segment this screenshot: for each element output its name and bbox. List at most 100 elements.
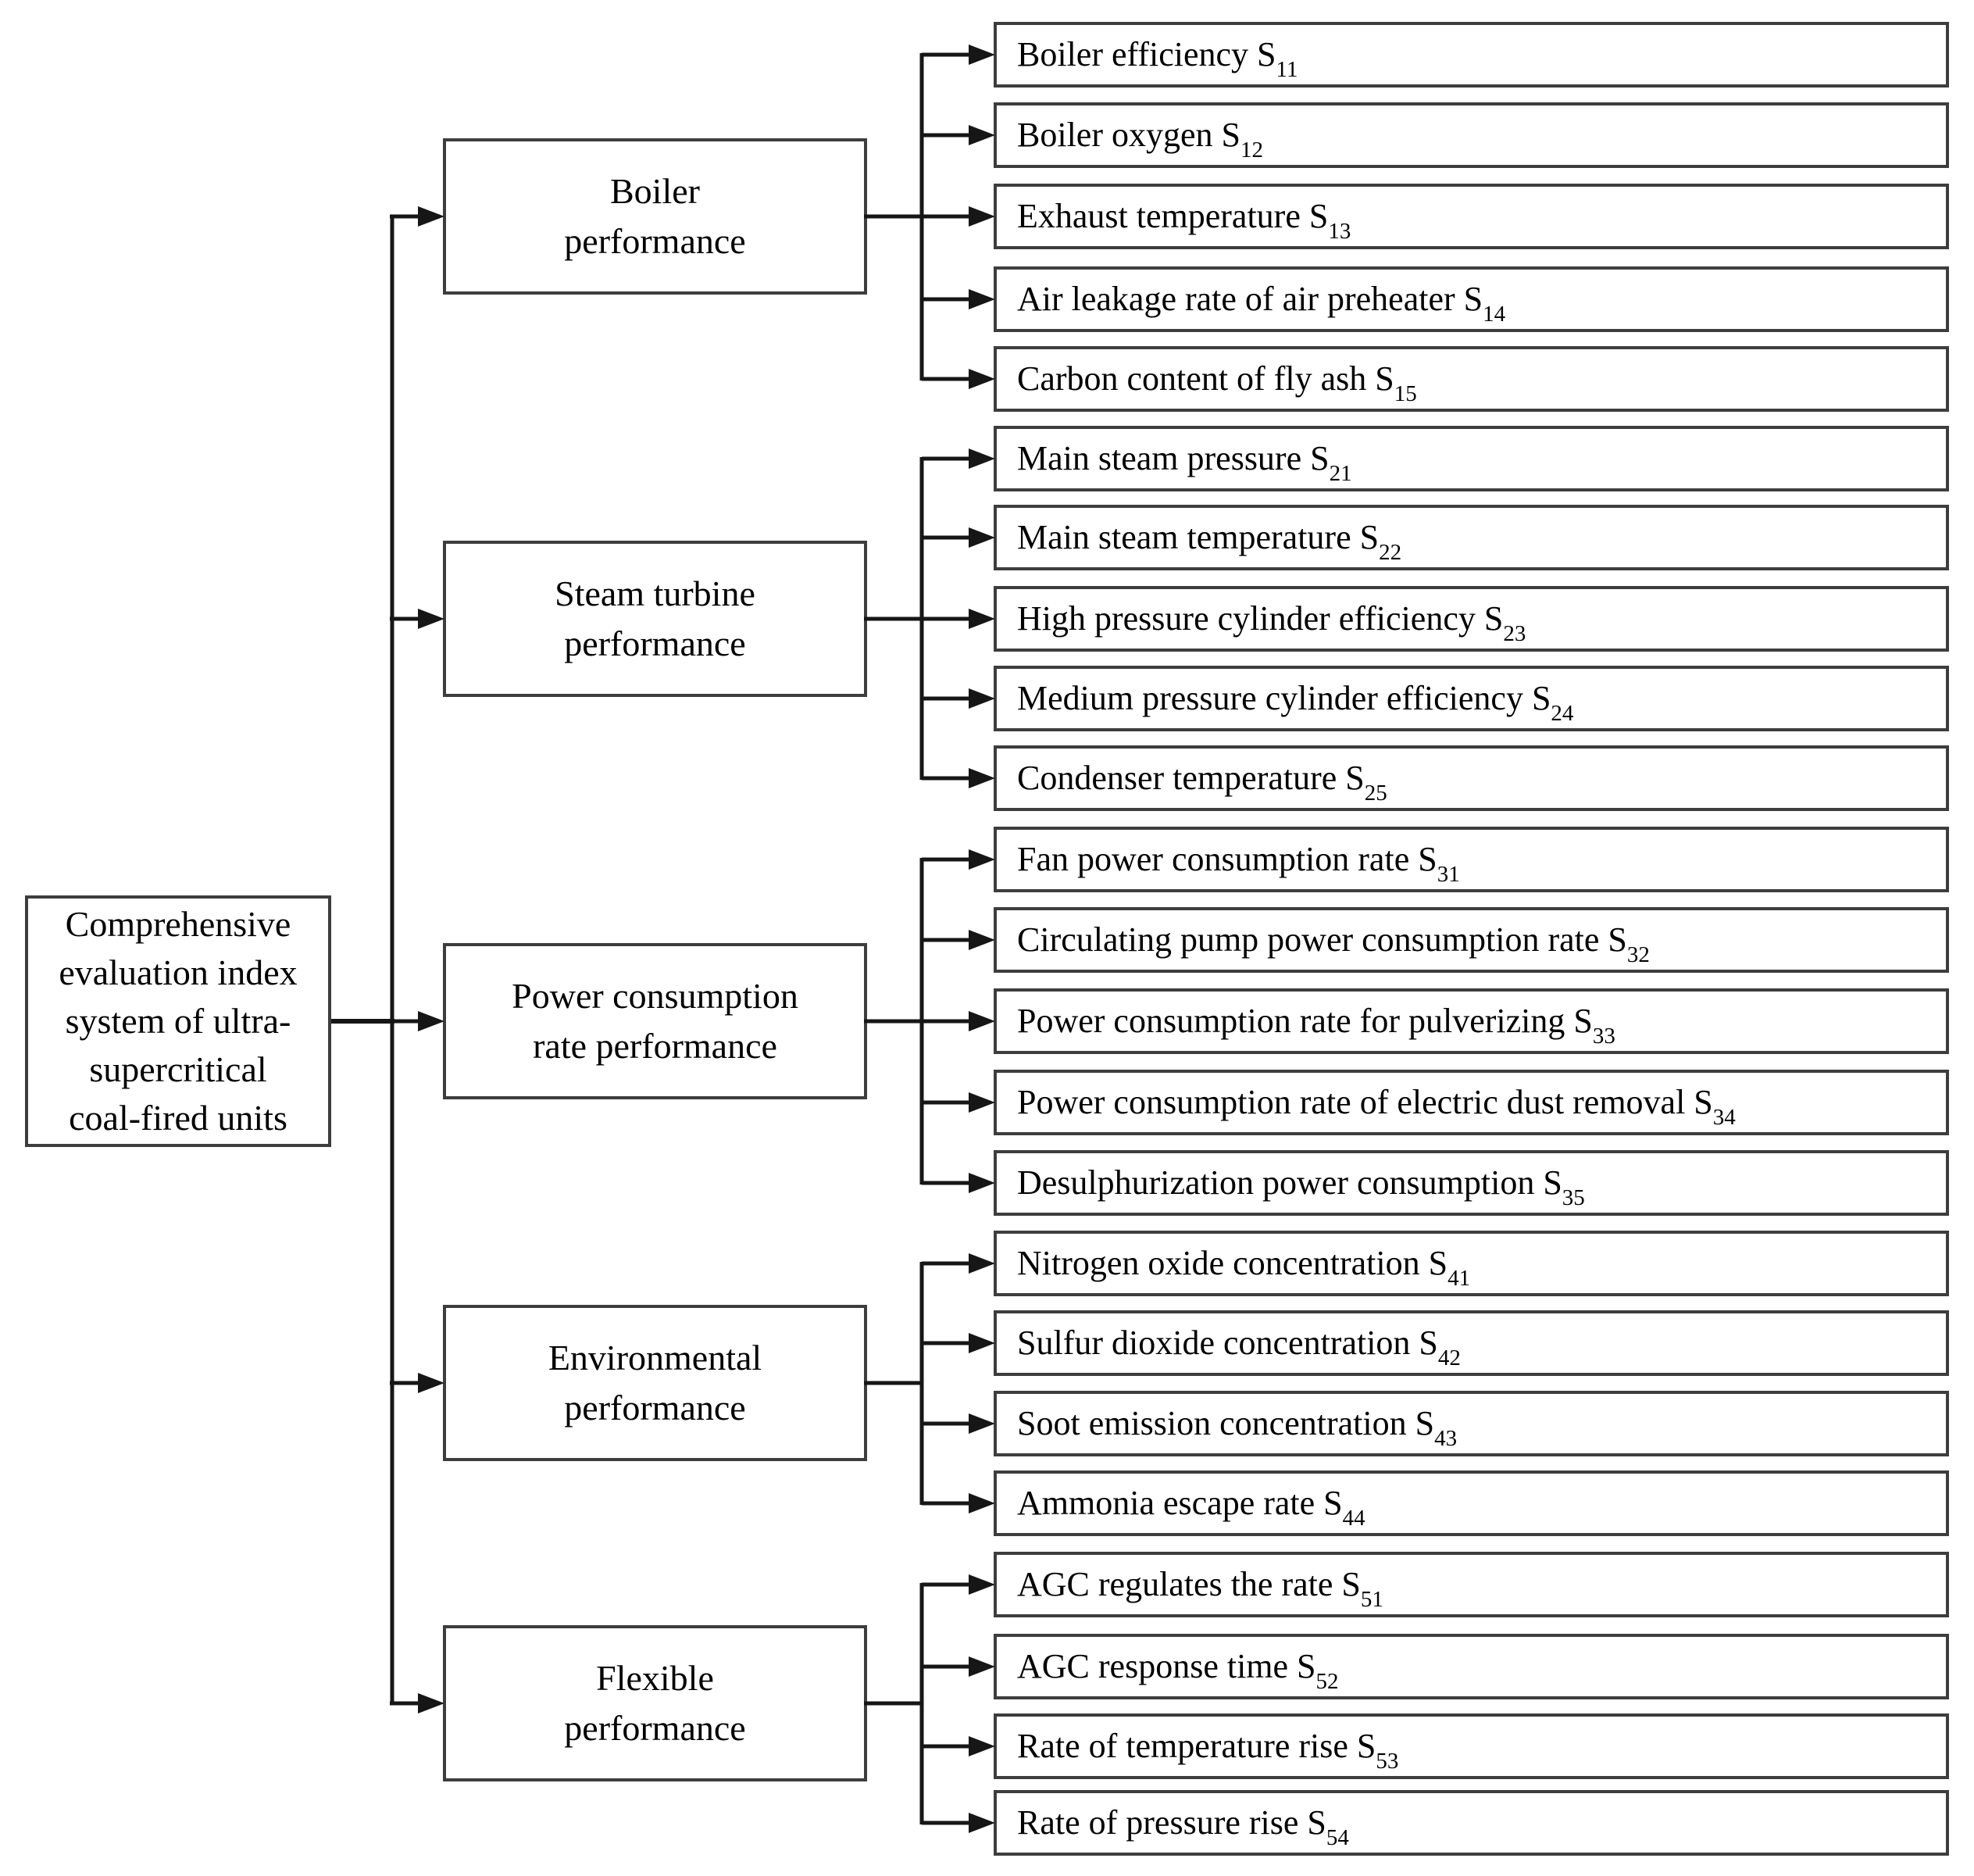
leaf-node-s54: Rate of pressure rise S54 — [994, 1790, 1949, 1856]
leaf-label: Power consumption rate of electric dust … — [1017, 1083, 1736, 1129]
leaf-label: Main steam temperature S22 — [1017, 518, 1401, 564]
leaf-subscript: 25 — [1364, 781, 1387, 806]
leaf-node-s12: Boiler oxygen S12 — [994, 102, 1949, 168]
leaf-label: Main steam pressure S21 — [1017, 439, 1352, 485]
category-label-line: Flexible — [596, 1658, 714, 1698]
leaf-label: Ammonia escape rate S44 — [1017, 1484, 1365, 1530]
leaf-arrow-2-4-arrowhead — [969, 1173, 995, 1193]
leaf-subscript: 15 — [1394, 381, 1417, 406]
root-line-3: system of ultra- — [65, 1001, 291, 1041]
leaf-label: Circulating pump power consumption rate … — [1017, 920, 1650, 967]
category-arrow-1-arrowhead — [418, 609, 444, 629]
leaf-subscript: 54 — [1326, 1825, 1349, 1850]
leaf-arrow-4-3-arrowhead — [969, 1813, 995, 1833]
leaf-label: Sulfur dioxide concentration S42 — [1017, 1324, 1461, 1370]
leaf-label: Air leakage rate of air preheater S14 — [1017, 280, 1505, 326]
leaf-node-s14: Air leakage rate of air preheater S14 — [994, 266, 1949, 332]
leaf-subscript: 44 — [1342, 1506, 1365, 1531]
category-node-environmental-performance: Environmental performance — [443, 1305, 867, 1461]
leaf-subscript: 12 — [1240, 138, 1263, 163]
leaf-arrow-3-2-arrowhead — [969, 1413, 995, 1434]
leaf-text: Air leakage rate of air preheater S — [1017, 280, 1483, 318]
category-label-line: Steam turbine — [555, 574, 755, 613]
category-node-flexible-performance: Flexible performance — [443, 1625, 867, 1781]
leaf-node-s35: Desulphurization power consumption S35 — [994, 1150, 1949, 1216]
leaf-label: High pressure cylinder efficiency S23 — [1017, 602, 1526, 645]
category-arrow-0-arrowhead — [418, 206, 444, 227]
leaf-node-s53: Rate of temperature rise S53 — [994, 1713, 1949, 1779]
category-label-line: Boiler — [610, 171, 700, 211]
leaf-node-s31: Fan power consumption rate S31 — [994, 827, 1949, 892]
leaf-node-s23: High pressure cylinder efficiency S23 — [994, 586, 1949, 652]
leaf-arrow-2-2-arrowhead — [969, 1011, 995, 1031]
leaf-label: Fan power consumption rate S31 — [1017, 840, 1460, 886]
leaf-text: Ammonia escape rate S — [1017, 1484, 1343, 1522]
leaf-subscript: 13 — [1328, 219, 1351, 244]
category-label-line: performance — [564, 624, 746, 663]
leaf-label: AGC regulates the rate S51 — [1017, 1567, 1383, 1611]
leaf-text: Fan power consumption rate S — [1017, 840, 1437, 878]
leaf-arrow-3-3-arrowhead — [969, 1493, 995, 1513]
leaf-arrow-4-0-arrowhead — [969, 1574, 995, 1595]
leaf-arrow-4-2-arrowhead — [969, 1736, 995, 1756]
leaf-arrow-0-3-arrowhead — [969, 289, 995, 309]
category-node-power-consumption-rate-performance: Power consumption rate performance — [443, 943, 867, 1099]
leaf-subscript: 23 — [1503, 621, 1526, 646]
category-node-steam-turbine-performance: Steam turbine performance — [443, 541, 867, 697]
leaf-arrow-1-1-arrowhead — [969, 527, 995, 548]
leaf-node-s51: AGC regulates the rate S51 — [994, 1552, 1949, 1617]
leaf-text: Soot emission concentration S — [1017, 1404, 1435, 1442]
leaf-label: Rate of temperature rise S53 — [1017, 1727, 1398, 1773]
leaf-arrow-3-0-arrowhead — [969, 1253, 995, 1274]
category-label-line: performance — [564, 221, 746, 261]
leaf-text: Medium pressure cylinder efficiency S — [1017, 679, 1551, 717]
leaf-subscript: 53 — [1376, 1749, 1399, 1774]
leaf-subscript: 11 — [1276, 57, 1298, 82]
leaf-label: Rate of pressure rise S54 — [1017, 1806, 1349, 1849]
leaf-subscript: 43 — [1434, 1426, 1458, 1451]
leaf-node-s32: Circulating pump power consumption rate … — [994, 907, 1949, 973]
leaf-text: Main steam temperature S — [1017, 518, 1380, 556]
leaf-text: Exhaust temperature S — [1017, 197, 1329, 235]
leaf-arrow-1-2-arrowhead — [969, 609, 995, 629]
leaf-arrow-3-1-arrowhead — [969, 1333, 995, 1353]
leaf-text: Sulfur dioxide concentration S — [1017, 1324, 1438, 1362]
leaf-node-s25: Condenser temperature S25 — [994, 745, 1949, 811]
category-label-line: Environmental — [548, 1338, 762, 1378]
leaf-label: Nitrogen oxide concentration S41 — [1017, 1246, 1470, 1290]
leaf-label: AGC response time S52 — [1017, 1647, 1339, 1693]
leaf-subscript: 42 — [1437, 1345, 1461, 1370]
leaf-node-s41: Nitrogen oxide concentration S41 — [994, 1231, 1949, 1296]
leaf-label: Soot emission concentration S43 — [1017, 1404, 1457, 1450]
leaf-subscript: 21 — [1329, 461, 1352, 486]
leaf-text: Desulphurization power consumption S — [1017, 1163, 1562, 1202]
leaf-subscript: 52 — [1315, 1669, 1339, 1694]
leaf-subscript: 22 — [1379, 540, 1402, 565]
leaf-arrow-1-4-arrowhead — [969, 768, 995, 788]
leaf-text: Power consumption rate of electric dust … — [1017, 1083, 1713, 1121]
leaf-node-s52: AGC response time S52 — [994, 1634, 1949, 1699]
category-label-line: Power consumption — [512, 976, 798, 1016]
leaf-text: Circulating pump power consumption rate … — [1017, 920, 1627, 959]
leaf-label: Boiler efficiency S11 — [1017, 38, 1298, 81]
leaf-label: Power consumption rate for pulverizing S… — [1017, 1004, 1615, 1048]
leaf-label: Medium pressure cylinder efficiency S24 — [1017, 679, 1573, 725]
leaf-label: Carbon content of fly ash S15 — [1017, 362, 1417, 406]
leaf-node-s11: Boiler efficiency S11 — [994, 22, 1949, 88]
leaf-node-s15: Carbon content of fly ash S15 — [994, 346, 1949, 412]
leaf-arrow-1-3-arrowhead — [969, 688, 995, 709]
leaf-subscript: 41 — [1447, 1266, 1471, 1291]
leaf-text: Rate of temperature rise S — [1017, 1727, 1376, 1765]
root-line-5: coal-fired units — [69, 1098, 287, 1138]
leaf-subscript: 32 — [1626, 942, 1650, 967]
category-node-boiler-performance: Boiler performance — [443, 138, 867, 295]
leaf-label: Condenser temperature S25 — [1017, 761, 1387, 805]
leaf-arrow-2-3-arrowhead — [969, 1092, 995, 1113]
category-label-line: rate performance — [533, 1026, 777, 1066]
leaf-subscript: 35 — [1562, 1185, 1585, 1210]
leaf-text: Main steam pressure S — [1017, 439, 1330, 477]
category-label-line: performance — [564, 1708, 746, 1748]
root-line-2: evaluation index — [59, 952, 298, 992]
leaf-text: AGC response time S — [1017, 1647, 1316, 1685]
leaf-node-s34: Power consumption rate of electric dust … — [994, 1070, 1949, 1135]
